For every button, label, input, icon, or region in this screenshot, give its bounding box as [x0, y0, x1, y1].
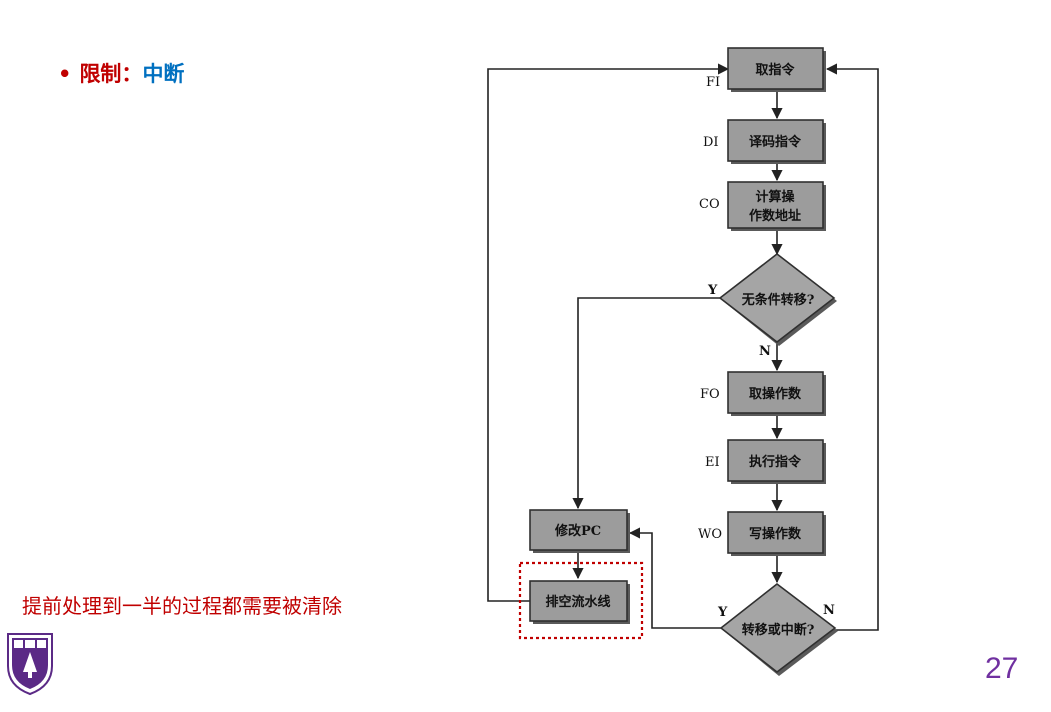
flush-highlight-frame — [518, 561, 644, 640]
svg-text:取操作数: 取操作数 — [749, 386, 802, 402]
stage-label-fo: FO — [700, 387, 720, 402]
box-calc-operand-address: 计算操 作数地址 — [727, 181, 826, 231]
branch-label-yes-unconditional: Y — [707, 283, 718, 298]
box-update-pc: 修改PC — [529, 509, 630, 553]
stage-label-wo: WO — [698, 527, 722, 542]
svg-text:排空流水线: 排空流水线 — [545, 594, 610, 610]
box-execute-instruction: 执行指令 — [727, 439, 826, 484]
restriction-label: 限制： — [79, 62, 143, 86]
branch-label-no-interrupt: N — [823, 603, 835, 618]
stage-label-co: CO — [699, 197, 720, 212]
svg-text:无条件转移?: 无条件转移? — [741, 292, 815, 308]
box-fetch-instruction: 取指令 — [727, 47, 826, 92]
svg-text:取指令: 取指令 — [755, 62, 795, 78]
box-write-operands: 写操作数 — [727, 511, 826, 556]
university-logo — [7, 633, 53, 696]
branch-label-no-unconditional: N — [759, 344, 771, 359]
restriction-heading: • 限制：中断 — [58, 58, 184, 88]
box-decode-instruction: 译码指令 — [727, 119, 826, 164]
stage-label-fi: FI — [706, 75, 720, 90]
stage-label-di: DI — [703, 135, 719, 150]
flush-explanation-note: 提前处理到一半的过程都需要被清除 — [22, 594, 342, 618]
stage-label-ei: EI — [705, 455, 720, 470]
decision-branch-or-interrupt: 转移或中断? — [719, 582, 838, 676]
svg-text:写操作数: 写操作数 — [749, 526, 802, 542]
page-number: 27 — [985, 652, 1019, 685]
decision-unconditional-branch: 无条件转移? — [718, 252, 837, 346]
svg-text:修改PC: 修改PC — [554, 523, 601, 539]
svg-text:译码指令: 译码指令 — [749, 134, 802, 150]
box-fetch-operands: 取操作数 — [727, 371, 826, 416]
branch-label-yes-interrupt: Y — [717, 605, 728, 620]
bullet-point: • — [58, 62, 72, 86]
box-flush-pipeline: 排空流水线 — [529, 580, 630, 624]
interrupt-label: 中断 — [142, 62, 185, 86]
svg-text:转移或中断?: 转移或中断? — [742, 622, 815, 638]
svg-text:作数地址: 作数地址 — [749, 208, 801, 224]
svg-text:执行指令: 执行指令 — [749, 454, 802, 470]
svg-text:计算操: 计算操 — [755, 189, 794, 205]
